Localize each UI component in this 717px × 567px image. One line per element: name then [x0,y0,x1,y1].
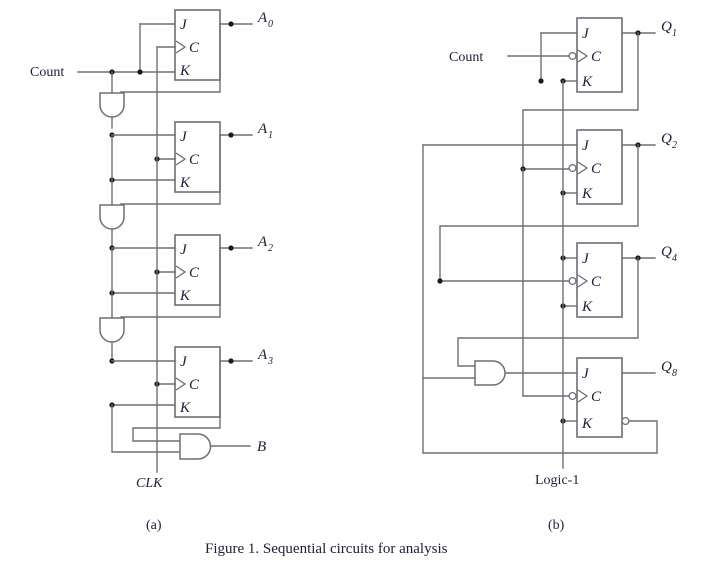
junction-dot [538,78,544,84]
and-gate-1 [99,92,125,118]
pin-label-c: C [189,152,200,168]
pin-label-k: K [581,299,593,315]
clock-bubble-icon [568,163,577,173]
output-sub-q1: 1 [672,28,677,39]
output-sub-q2: 2 [672,140,677,151]
output-label-a1: A [257,121,268,137]
label-count-a: Count [30,65,64,80]
output-label-q4: Q [661,244,672,260]
flipflop-a2: J C K [174,234,221,306]
output-label-b: B [257,439,266,455]
and-gate-2 [99,204,125,230]
pin-label-c: C [189,265,200,281]
junction-dot [228,245,234,251]
label-clk: CLK [136,476,163,491]
wire-q4-feedback-to-and [457,257,639,367]
output-sub-q4: 4 [672,253,677,264]
wire-a3-feedback-to-b [132,360,221,442]
pin-label-j: J [180,17,188,33]
circuit-b: J C K Count Q 1 J C K [422,17,677,488]
output-sub-a0: 0 [268,19,273,30]
pin-label-k: K [581,74,593,90]
pin-label-j: J [582,366,590,382]
pin-label-k: K [581,186,593,202]
subcaption-b: (b) [548,518,565,533]
output-label-q1: Q [661,19,672,35]
pin-label-c: C [189,40,200,56]
pin-label-c: C [591,274,602,290]
label-logic1: Logic-1 [535,473,579,488]
output-sub-a3: 3 [267,356,273,367]
pin-label-c: C [591,49,602,65]
pin-label-j: J [582,251,590,267]
output-sub-q8: 8 [672,368,677,379]
wire-q2-feedback [439,144,639,282]
pin-label-j: J [180,354,188,370]
junction-dot [228,358,234,364]
flipflop-q1: J C K [568,17,623,93]
pin-label-k: K [179,175,191,191]
qbar-output-bubble-icon [621,416,630,426]
and-gate-b1 [474,360,506,386]
clock-bubble-icon [568,391,577,401]
pin-label-c: C [591,161,602,177]
pin-label-j: J [180,129,188,145]
circuit-a: J C K Count A 0 J [30,9,273,491]
output-label-q8: Q [661,359,672,375]
output-label-q2: Q [661,131,672,147]
pin-label-j: J [582,138,590,154]
pin-label-k: K [179,400,191,416]
junction-dot [228,132,234,138]
flipflop-a1: J C K [174,121,221,193]
junction-dot [137,69,143,75]
junction-dot [228,21,234,27]
pin-label-k: K [581,416,593,432]
pin-label-k: K [179,288,191,304]
wire-q1-feedback [522,32,639,170]
output-sub-a2: 2 [268,243,273,254]
output-label-a2: A [257,234,268,250]
label-count-b: Count [449,50,483,65]
clock-bubble-icon [568,276,577,286]
pin-label-c: C [591,389,602,405]
flipflop-q2: J C K [568,129,623,205]
flipflop-a0: J C K [174,9,221,81]
output-label-a0: A [257,10,268,26]
junction-dot [437,278,443,284]
and-gate-b [179,433,212,460]
subcaption-a: (a) [146,518,162,533]
flipflop-q8: J C K [568,357,630,438]
wire-q8bar-feedback [422,144,658,454]
and-gate-3 [99,317,125,343]
figure-caption: Figure 1. Sequential circuits for analys… [205,541,448,557]
clock-bubble-icon [568,51,577,61]
output-sub-a1: 1 [268,130,273,141]
pin-label-k: K [179,63,191,79]
pin-label-j: J [582,26,590,42]
flipflop-q4: J C K [568,242,623,318]
pin-label-j: J [180,242,188,258]
flipflop-a3: J C K [174,346,221,418]
pin-label-c: C [189,377,200,393]
output-label-a3: A [257,347,268,363]
